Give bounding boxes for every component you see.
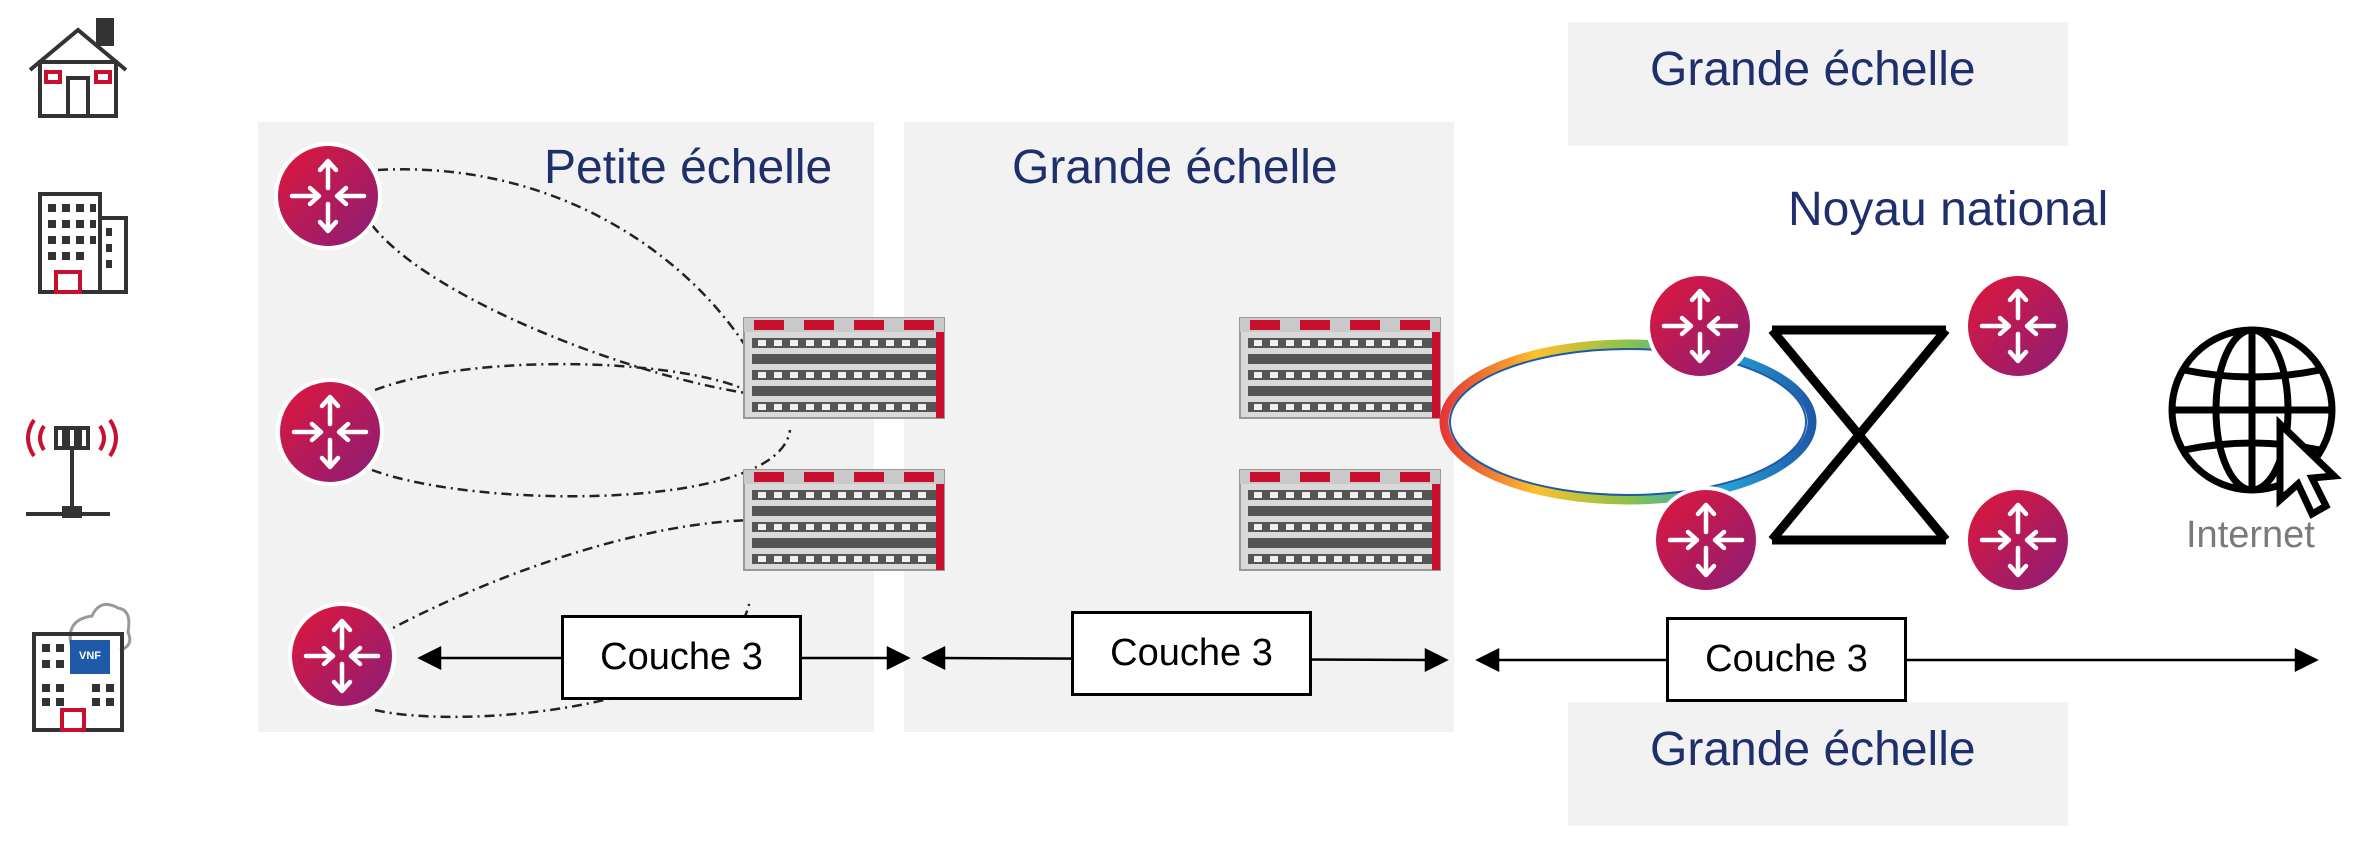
office-building-icon xyxy=(38,192,128,294)
globe-cursor-icon xyxy=(2168,326,2342,519)
large-scale-bottom-panel xyxy=(1568,702,2068,826)
core-ring xyxy=(1439,339,1817,505)
internet-label: Internet xyxy=(2186,514,2315,556)
router-icon xyxy=(1646,272,1754,380)
router-icon xyxy=(1652,486,1760,594)
core-mesh xyxy=(1768,325,1950,545)
access-link xyxy=(374,599,752,719)
router-icon xyxy=(274,142,382,250)
access-link xyxy=(371,429,792,498)
access-link xyxy=(379,518,761,637)
router-icon xyxy=(1964,272,2072,380)
large-scale-top-label: Grande échelle xyxy=(1650,43,1976,96)
router-icon xyxy=(1964,486,2072,594)
large-scale-label: Grande échelle xyxy=(1012,141,1338,194)
access-link xyxy=(374,362,756,397)
core-label: Noyau national xyxy=(1788,183,2109,236)
chassis-router-icon xyxy=(743,317,945,419)
chassis-router-icon xyxy=(1239,317,1441,419)
cloud-building-vnf-icon xyxy=(32,602,132,732)
large-scale-bottom-label: Grande échelle xyxy=(1650,723,1976,776)
large-scale-top-panel xyxy=(1568,22,2068,146)
access-links xyxy=(371,168,792,719)
chassis-router-icon xyxy=(743,469,945,571)
layer3-box-aggregation: Couche 3 xyxy=(1071,611,1312,696)
vnf-badge: VNF xyxy=(79,650,101,662)
chassis-router-icon xyxy=(1239,469,1441,571)
cell-tower-icon xyxy=(26,418,118,518)
house-icon xyxy=(28,18,128,118)
access-link xyxy=(377,168,762,371)
router-icon xyxy=(288,602,396,710)
small-scale-label: Petite échelle xyxy=(544,141,833,194)
layer3-box-core: Couche 3 xyxy=(1666,617,1907,702)
router-icon xyxy=(276,378,384,486)
access-link xyxy=(371,224,761,397)
layer3-box-access: Couche 3 xyxy=(561,615,802,700)
